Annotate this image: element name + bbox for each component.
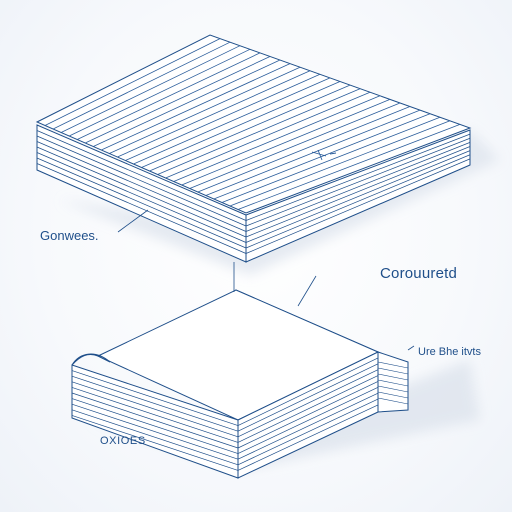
bottom-curl [71, 353, 111, 366]
ruled-line [221, 116, 441, 203]
page-edge-left [71, 370, 239, 426]
ruled-line [205, 109, 421, 196]
flap-edge [377, 397, 409, 405]
label-right: Corouuretd [380, 265, 458, 282]
label-small-right: Ure Bhe itvts [418, 346, 481, 358]
ruled-line [85, 56, 271, 144]
page-edge-right [237, 375, 379, 443]
page-edge-right [245, 154, 471, 249]
page-edge-left [36, 141, 247, 232]
ruled-line [52, 41, 231, 130]
page-edge-left [36, 135, 247, 227]
page-edge-right [237, 398, 379, 466]
page-edge-left [71, 392, 239, 449]
label-top-left: Gonwees. [40, 228, 99, 243]
ruled-line [181, 99, 391, 186]
page-edge-left [71, 415, 239, 471]
page-edge-left [36, 157, 247, 249]
page-edge-right [237, 363, 379, 432]
page-edge-right [237, 369, 379, 438]
page-edge-right [245, 137, 471, 227]
flap-edge [377, 385, 409, 393]
page-edge-right [237, 357, 379, 426]
bottom-stack-page-edges [71, 357, 379, 471]
flap-edge [377, 373, 409, 381]
page-edge-left [36, 146, 247, 238]
ruled-line [60, 45, 241, 133]
page-edge-right [245, 133, 471, 221]
page-edge-right [237, 392, 379, 460]
ruled-line [93, 59, 281, 147]
ruled-line [237, 124, 461, 210]
ruled-line [149, 84, 351, 172]
page-edge-left [71, 398, 239, 454]
top-stack-mark [311, 149, 337, 161]
page-edge-left [36, 152, 247, 243]
page-edge-right [245, 146, 471, 238]
top-stack-right-face [245, 129, 471, 263]
page-edge-left [71, 403, 239, 460]
page-edge-right [245, 158, 471, 254]
ruled-line [173, 95, 381, 182]
ruled-line [69, 48, 251, 137]
connector-lines [117, 209, 415, 351]
ruled-line [157, 88, 361, 175]
bottom-flap-edges [377, 361, 409, 405]
top-stack-page-edges [36, 130, 471, 254]
page-edge-right [237, 381, 379, 449]
ruled-line [117, 70, 311, 158]
ruled-line [141, 81, 341, 168]
connector-right [297, 275, 317, 307]
label-bottom-left: OXIOES [100, 435, 146, 447]
ruled-line [125, 73, 321, 161]
ruled-line [109, 66, 301, 154]
ruled-line [165, 91, 371, 179]
page-edge-left [71, 375, 239, 432]
ruled-line [101, 63, 291, 151]
connector-top-left [117, 209, 149, 233]
page-edge-left [36, 163, 247, 254]
ruled-line [133, 77, 331, 165]
ruled-line [229, 120, 451, 207]
page-edge-right [237, 386, 379, 454]
top-stack-shadow [60, 130, 500, 275]
top-stack-ruled-lines [44, 38, 461, 210]
page-edge-right [245, 142, 471, 232]
flap-edge [377, 367, 409, 375]
page-edge-left [71, 409, 239, 466]
ruled-line [44, 38, 221, 126]
page-edge-right [237, 404, 379, 471]
ruled-line [77, 52, 261, 140]
page-edge-left [36, 130, 247, 221]
page-edge-left [71, 381, 239, 438]
top-stack-top-face [35, 34, 472, 214]
connector-small-right [407, 345, 415, 351]
page-edge-left [71, 387, 239, 443]
bottom-paper-stack [71, 289, 480, 479]
flap-edge [377, 391, 409, 399]
page-edge-right [245, 150, 471, 243]
flap-edge [377, 361, 409, 369]
ruled-line [189, 102, 401, 189]
ruled-line [197, 106, 411, 193]
flap-edge [377, 379, 409, 387]
ruled-line [213, 113, 431, 200]
top-paper-stack [35, 34, 500, 275]
